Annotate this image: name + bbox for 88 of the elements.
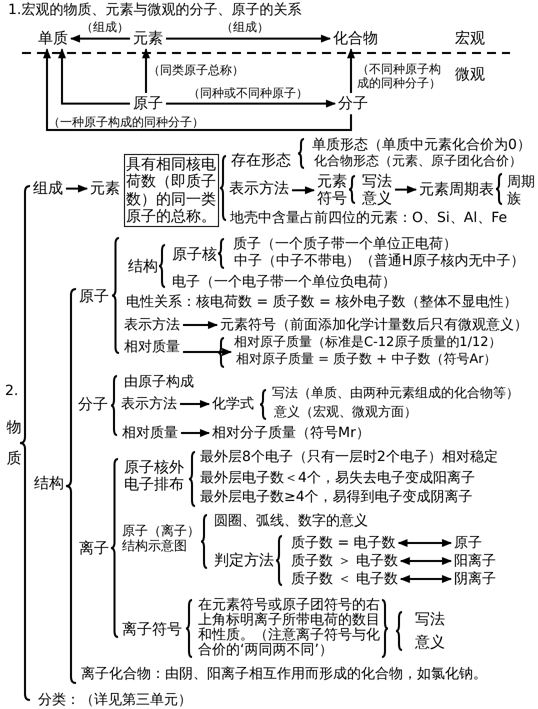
note-text: 最外层电子数＜4个，易失去电子变成阳离子 (200, 470, 475, 486)
edge-label: （不同种原子构成的同种分子） (357, 63, 442, 91)
note-text: 最外层电子数≥4个，易得到电子变成阴离子 (200, 489, 473, 506)
note-text: 由原子构成 (124, 374, 194, 390)
arrow (58, 48, 130, 105)
term-text: 分子 (338, 95, 368, 112)
term-text: 化学式 (212, 396, 254, 412)
term-text: 质子数 = 电子数 (291, 535, 396, 552)
term-text: 意义 (362, 190, 392, 208)
arrow (166, 100, 336, 108)
note-text: 结构 (128, 258, 158, 276)
section-number: 2. (5, 383, 18, 400)
term-text: 原子 (133, 95, 163, 112)
note-text: 存在形态 (231, 152, 291, 170)
note-text: 周期 (507, 174, 535, 190)
note-text: 单质形态（单质中元素化合价为0） (312, 137, 531, 154)
term-text: 相对分子质量（符号Mr） (212, 425, 370, 442)
term-text: 元素周期表 (419, 181, 494, 198)
arrow (395, 186, 417, 194)
term-text: 元素 (133, 30, 163, 48)
note-text: 离子 (79, 540, 109, 558)
note-text: 电子（一个电子带一个单位负电荷） (172, 274, 396, 290)
note-text: 原子（离子）结构示意图 (122, 525, 201, 555)
note-text: 最外层8个电子（只有一层时2个电子）相对稳定 (200, 449, 498, 466)
note-text: 物质 (5, 408, 22, 468)
term-text: 表示方法 (124, 317, 180, 334)
term-text: 阳离子 (454, 553, 496, 570)
term-text: 原子 (454, 535, 482, 552)
term-text: 相对原子质量（标准是C-12原子质量的1/12） (234, 336, 502, 351)
note-text: 分类：（详见第三单元） (38, 692, 192, 708)
term-text: 表示方法 (121, 396, 177, 412)
note-text: 族 (507, 191, 521, 208)
arrow (66, 184, 88, 193)
term-text: 化合物 (333, 30, 378, 48)
edge-label: （同类原子总称） (148, 64, 244, 78)
term-text: 相对质量 (122, 425, 178, 442)
note-text: 原子 (79, 288, 109, 306)
note-text: 写法（单质、由两种元素组成的化合物等） (272, 387, 519, 402)
term-text: 写法 (362, 173, 392, 190)
arrow (166, 34, 331, 43)
note-text: 地壳中含量占前四位的元素：O、Si、Al、Fe (230, 210, 508, 226)
edge-label: （一种原子构成的同种分子） (48, 116, 204, 130)
note-text: 结构 (34, 475, 64, 492)
note-text: 在元素符号或原子团符号的右上角标明离子所带电荷的数目和性质。（注意离子符号与化合价的‘两同两不同’） (198, 598, 381, 658)
arrow (292, 186, 315, 194)
heading: 1.宏观的物质、元素与微观的分子、原子的关系 (8, 2, 302, 18)
note-text: 离子化合物：由阴、阳离子相互作用而形成的化合物，如氯化钠。 (81, 666, 487, 682)
arrow (43, 48, 352, 131)
note-text: 原子核外电子排布 (124, 459, 185, 494)
note-text: 写法 (415, 611, 445, 628)
term-text: 质子数 ＞ 电子数 (291, 553, 398, 570)
note-text: 意义（宏观、微观方面） (274, 406, 417, 421)
note-text: 判定方法 (214, 552, 274, 570)
note-text: 质子（一个质子带一个单位正电荷） (233, 236, 457, 252)
arrow (347, 48, 355, 93)
arrow (70, 34, 130, 43)
note-text: 电性关系：核电荷数 = 质子数 = 核外电子数（整体不显电性） (126, 294, 518, 310)
arrow (181, 429, 210, 438)
note-text: 意义 (415, 634, 445, 652)
edge-label: （组成） (221, 21, 269, 35)
term-text: 元素符号 (317, 173, 348, 208)
arrow (180, 400, 210, 408)
term-text: 相对原子质量 = 质子数 + 中子数（符号Ar） (236, 352, 498, 368)
arrow (142, 48, 150, 93)
note-text: 离子符号 (122, 621, 182, 638)
note-text: 中子（中子不带电）（普通H原子核内无中子） (234, 253, 525, 270)
note-text: 宏观 (455, 30, 485, 48)
term-text: 元素 (90, 180, 120, 198)
arrow (398, 539, 452, 548)
term-text: 阴离子 (454, 571, 496, 588)
arrow (183, 348, 232, 356)
arrow (400, 575, 452, 584)
term-text: 元素符号（前面添加化学计量数后只有微观意义） (220, 317, 528, 334)
note-text: 原子核 (172, 246, 217, 264)
note-text: 圆圈、弧线、数字的意义 (214, 513, 368, 530)
note-text: 分子 (78, 396, 108, 414)
term-text: 相对质量 (124, 339, 180, 356)
edge-label: （同种或不同种原子） (188, 87, 308, 101)
note-text: 微观 (455, 66, 485, 84)
note-text: 化合物形态（元素、原子团化合价） (314, 155, 522, 170)
definition-box: 具有相同核电荷数（即质子数）的同一类原子的总称。 (124, 154, 219, 227)
edge-label: （组成） (81, 21, 129, 35)
term-text: 单质 (38, 30, 68, 48)
arrow (183, 321, 218, 330)
term-text: 组成 (33, 180, 63, 198)
term-text: 质子数 ＜ 电子数 (291, 571, 398, 588)
term-text: 表示方法 (229, 180, 289, 198)
arrow (400, 557, 452, 566)
